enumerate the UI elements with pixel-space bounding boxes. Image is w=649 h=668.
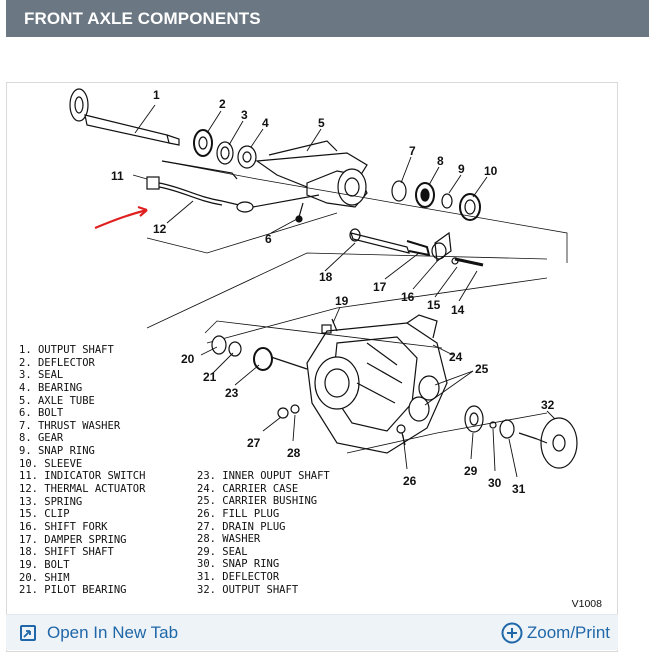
page-title: FRONT AXLE COMPONENTS xyxy=(6,0,649,37)
legend-item: 29. SEAL xyxy=(197,545,248,558)
callout-10: 10 xyxy=(484,164,498,178)
callout-30: 30 xyxy=(488,476,502,490)
callout-9: 9 xyxy=(458,162,465,176)
legend-item: 19. BOLT xyxy=(19,558,70,571)
zoom-print-label: Zoom/Print xyxy=(526,623,610,642)
output-shaft-drawing xyxy=(69,88,180,146)
callout-29: 29 xyxy=(464,464,478,478)
legend-item: 27. DRAIN PLUG xyxy=(197,520,286,533)
seal-parts xyxy=(193,129,257,169)
legend-item: 8. GEAR xyxy=(19,432,64,445)
callout-2: 2 xyxy=(219,97,226,111)
plus-circle-icon xyxy=(501,622,523,644)
open-new-tab-icon xyxy=(20,625,36,641)
callout-19: 19 xyxy=(335,294,349,308)
callout-15: 15 xyxy=(427,298,441,312)
legend-item: 5. AXLE TUBE xyxy=(19,394,95,407)
callout-31: 31 xyxy=(512,482,526,496)
legend-item: 4. BEARING xyxy=(19,381,83,394)
callout-26: 26 xyxy=(403,474,417,488)
callout-3: 3 xyxy=(241,108,248,122)
callout-5: 5 xyxy=(318,116,325,130)
legend-item: 1. OUTPUT SHAFT xyxy=(19,344,114,356)
legend-item: 24. CARRIER CASE xyxy=(197,482,299,495)
legend-item: 3. SEAL xyxy=(19,369,64,382)
callout-23: 23 xyxy=(225,386,239,400)
callout-16: 16 xyxy=(401,290,415,304)
legend-item: 9. SNAP RING xyxy=(19,445,95,458)
legend-item: 32. OUTPUT SHAFT xyxy=(197,583,299,596)
leader-lines xyxy=(132,104,556,478)
legend-item: 17. DAMPER SPRING xyxy=(19,533,127,546)
legend-item: 25. CARRIER BUSHING xyxy=(197,495,318,508)
callout-27: 27 xyxy=(247,436,261,450)
legend-item: 23. INNER OUPUT SHAFT xyxy=(197,470,330,482)
callout-11: 11 xyxy=(111,169,124,183)
legend-item: 11. INDICATOR SWITCH xyxy=(19,470,146,483)
legend-item: 13. SPRING xyxy=(19,495,83,508)
callout-12: 12 xyxy=(153,222,167,236)
legend-item: 2. DEFLECTOR xyxy=(19,356,95,369)
callout-20: 20 xyxy=(181,352,195,366)
callout-32: 32 xyxy=(541,398,555,412)
plug-parts xyxy=(277,404,406,446)
legend-item: 18. SHIFT SHAFT xyxy=(19,546,114,559)
callout-4: 4 xyxy=(262,116,269,130)
legend-item: 28. WASHER xyxy=(197,533,261,546)
legend-item: 15. CLIP xyxy=(19,508,70,521)
callout-21: 21 xyxy=(203,370,217,384)
carrier-case-drawing xyxy=(306,314,448,454)
open-in-new-tab-label: Open In New Tab xyxy=(47,623,179,642)
exploded-diagram: 1 2 3 4 5 6 7 8 9 10 11 12 18 17 16 15 1… xyxy=(69,88,578,496)
callout-7: 7 xyxy=(409,144,416,158)
footer-bar: Open In New Tab Zoom/Print xyxy=(6,614,618,650)
diagram-card: 1 2 3 4 5 6 7 8 9 10 11 12 18 17 16 15 1… xyxy=(6,82,618,652)
callout-8: 8 xyxy=(437,154,444,168)
open-in-new-tab-link[interactable]: Open In New Tab xyxy=(20,620,178,646)
legend-item: 7. THRUST WASHER xyxy=(19,419,121,432)
output-shaft-right-drawing xyxy=(464,405,578,469)
callout-28: 28 xyxy=(287,446,301,460)
callout-24: 24 xyxy=(449,350,463,364)
legend-item: 26. FILL PLUG xyxy=(197,507,280,520)
shift-shaft-drawing xyxy=(349,228,484,267)
callout-6: 6 xyxy=(265,232,272,246)
legend-item: 21. PILOT BEARING xyxy=(19,584,127,597)
indicator-actuator-drawing xyxy=(146,160,320,213)
callout-25: 25 xyxy=(475,362,489,376)
callout-14: 14 xyxy=(451,303,465,317)
legend-item: 10. SLEEVE xyxy=(19,457,83,470)
legend-item: 30. SNAP RING xyxy=(197,558,280,571)
gear-set-drawing xyxy=(391,180,481,221)
legend-item: 6. BOLT xyxy=(19,407,64,420)
legend-item: 16. SHIFT FORK xyxy=(19,520,108,533)
callout-17: 17 xyxy=(373,280,387,294)
callout-1: 1 xyxy=(153,88,160,102)
legend-item: 31. DEFLECTOR xyxy=(197,571,280,584)
zoom-print-link[interactable]: Zoom/Print xyxy=(501,620,610,646)
legend-item: 12. THERMAL ACTUATOR xyxy=(19,483,146,496)
legend-item: 20. SHIM xyxy=(19,571,70,584)
callout-18: 18 xyxy=(319,270,333,284)
figure-reference: V1008 xyxy=(571,598,602,610)
indicator-arrow xyxy=(94,208,148,230)
inner-shaft-drawing xyxy=(211,318,338,371)
